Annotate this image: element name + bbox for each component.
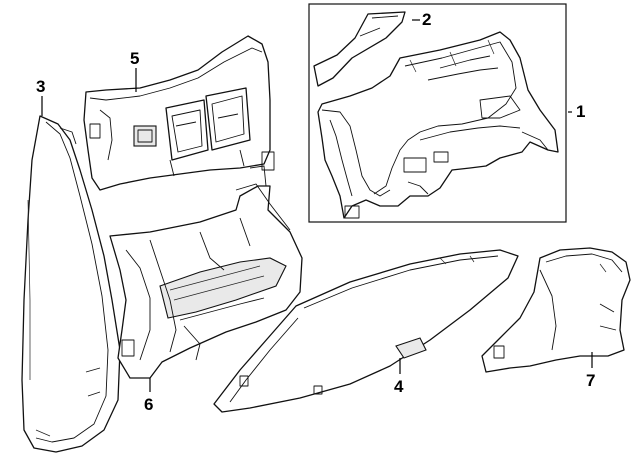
callout-3: 3 <box>36 77 45 96</box>
callout-7: 7 <box>586 371 595 390</box>
callout-6: 6 <box>144 395 153 414</box>
callout-5: 5 <box>130 49 139 68</box>
callout-1: 1 <box>576 102 585 121</box>
part-7-right-trim <box>481 247 631 373</box>
part-3-side-trim <box>21 115 121 453</box>
part-2-trim-strip <box>313 11 406 87</box>
part-1-console-panel <box>317 31 559 219</box>
leader-lines <box>41 19 593 392</box>
part-6-lower-console <box>109 151 303 379</box>
part-5-switch-bezel <box>83 35 271 191</box>
part-4-knee-panel <box>213 249 519 413</box>
inset-frame <box>308 3 567 223</box>
callout-2: 2 <box>422 10 431 29</box>
callout-4: 4 <box>394 377 404 396</box>
